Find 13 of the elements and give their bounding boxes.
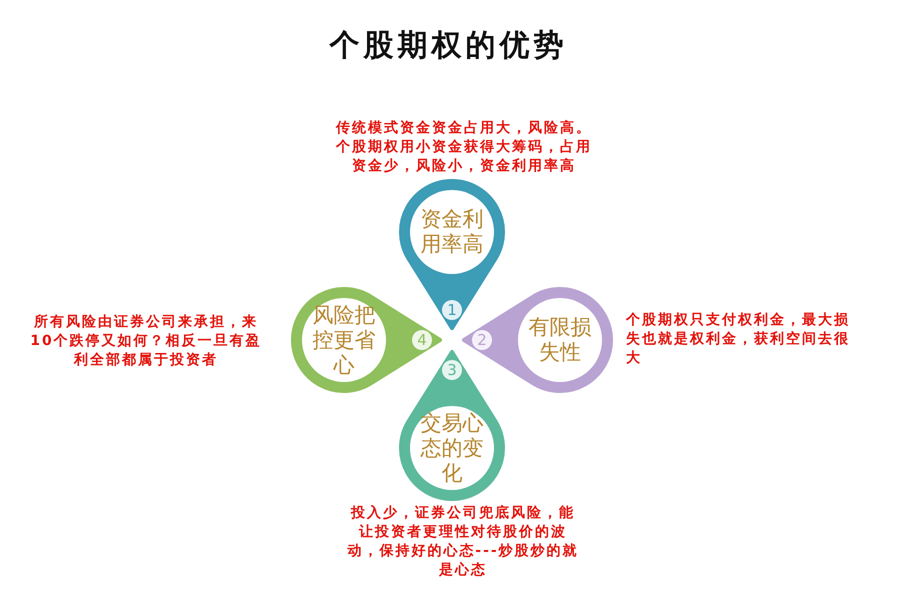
petal-label: 有限损失性 — [528, 315, 592, 365]
teardrop-petal — [398, 349, 506, 502]
description-text: 所有风险由证券公司来承担，来10个跌停又如何？相反一旦有盈利全部都属于投资者 — [29, 313, 263, 370]
teardrop-petal — [290, 286, 443, 394]
teardrop-petal — [461, 286, 614, 394]
petal-label: 风险把控更省心 — [312, 302, 376, 378]
description-text: 个股期权只支付权利金，最大损失也就是权利金，获利空间去很大 — [626, 311, 851, 368]
title: 个股期权的优势 — [328, 27, 568, 65]
teardrop-petal — [398, 178, 506, 331]
description-text: 传统模式资金资金占用大，风险高。个股期权用小资金获得大筹码，占用资金少，风险小，资金利用率高 — [334, 119, 593, 176]
petal-label: 交易心态的变化 — [420, 410, 484, 486]
petal-label: 资金利用率高 — [420, 207, 484, 257]
description-text: 投入少，证券公司兜底风险，能让投资者更理性对待股价的波动，保持好的心态---炒股炒的就是心态 — [346, 504, 580, 580]
